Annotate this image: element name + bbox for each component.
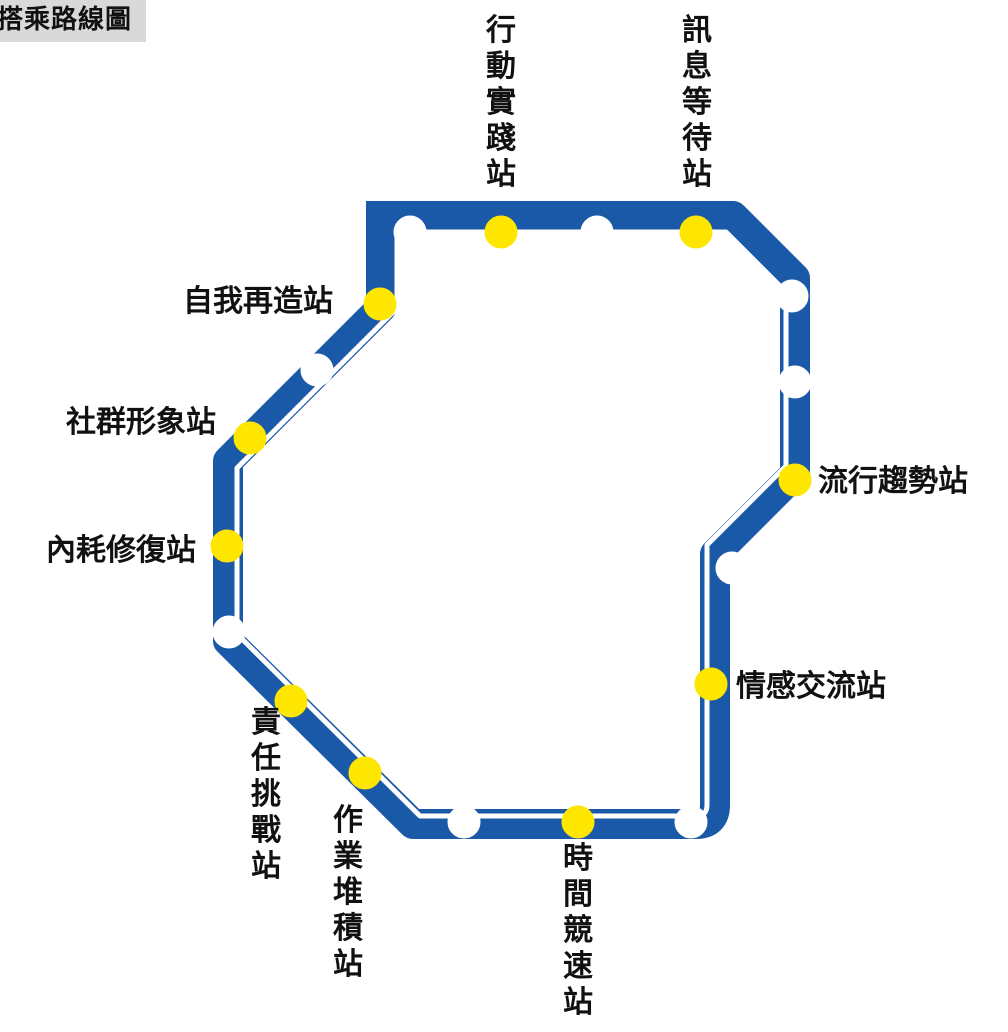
- station-label-message-waiting: 訊息等待站: [682, 13, 712, 192]
- station-dot-unnamed: [393, 215, 427, 249]
- map-title: 搭乘路線圖: [0, 5, 132, 35]
- station-label-action-practice: 行動實踐站: [485, 13, 516, 192]
- station-dot-unnamed: [674, 805, 708, 839]
- station-label-internal-repair: 內耗修復站: [46, 533, 196, 568]
- station-dot-unnamed: [300, 353, 334, 387]
- station-dot-trend: [778, 463, 812, 497]
- station-dot-self-rebuild: [363, 287, 397, 321]
- station-dot-internal-repair: [210, 529, 244, 563]
- station-label-emotion-exchange: 情感交流站: [736, 669, 886, 704]
- station-dot-unnamed: [775, 279, 809, 313]
- map-title-box: 搭乘路線圖: [0, 0, 146, 42]
- station-label-trend: 流行趨勢站: [818, 464, 968, 499]
- station-dot-action-practice: [484, 215, 518, 249]
- station-dot-emotion-exchange: [694, 667, 728, 701]
- station-dot-group: [210, 215, 812, 839]
- station-dot-responsibility-challenge: [274, 684, 308, 718]
- station-label-social-image: 社群形象站: [66, 405, 216, 440]
- station-dot-unnamed: [212, 615, 246, 649]
- station-label-self-rebuild: 自我再造站: [183, 284, 333, 319]
- station-dot-unnamed: [447, 805, 481, 839]
- station-dot-unnamed: [580, 215, 614, 249]
- station-dot-message-waiting: [679, 215, 713, 249]
- station-dot-unnamed: [778, 365, 812, 399]
- station-dot-time-race: [561, 805, 595, 839]
- station-label-homework-pile: 作業堆積站: [333, 803, 363, 982]
- station-dot-social-image: [233, 421, 267, 455]
- station-label-time-race: 時間競速站: [563, 841, 593, 1020]
- station-label-responsibility-challenge: 責任挑戰站: [250, 705, 281, 884]
- station-dot-unnamed: [715, 551, 749, 585]
- station-dot-homework-pile: [348, 756, 382, 790]
